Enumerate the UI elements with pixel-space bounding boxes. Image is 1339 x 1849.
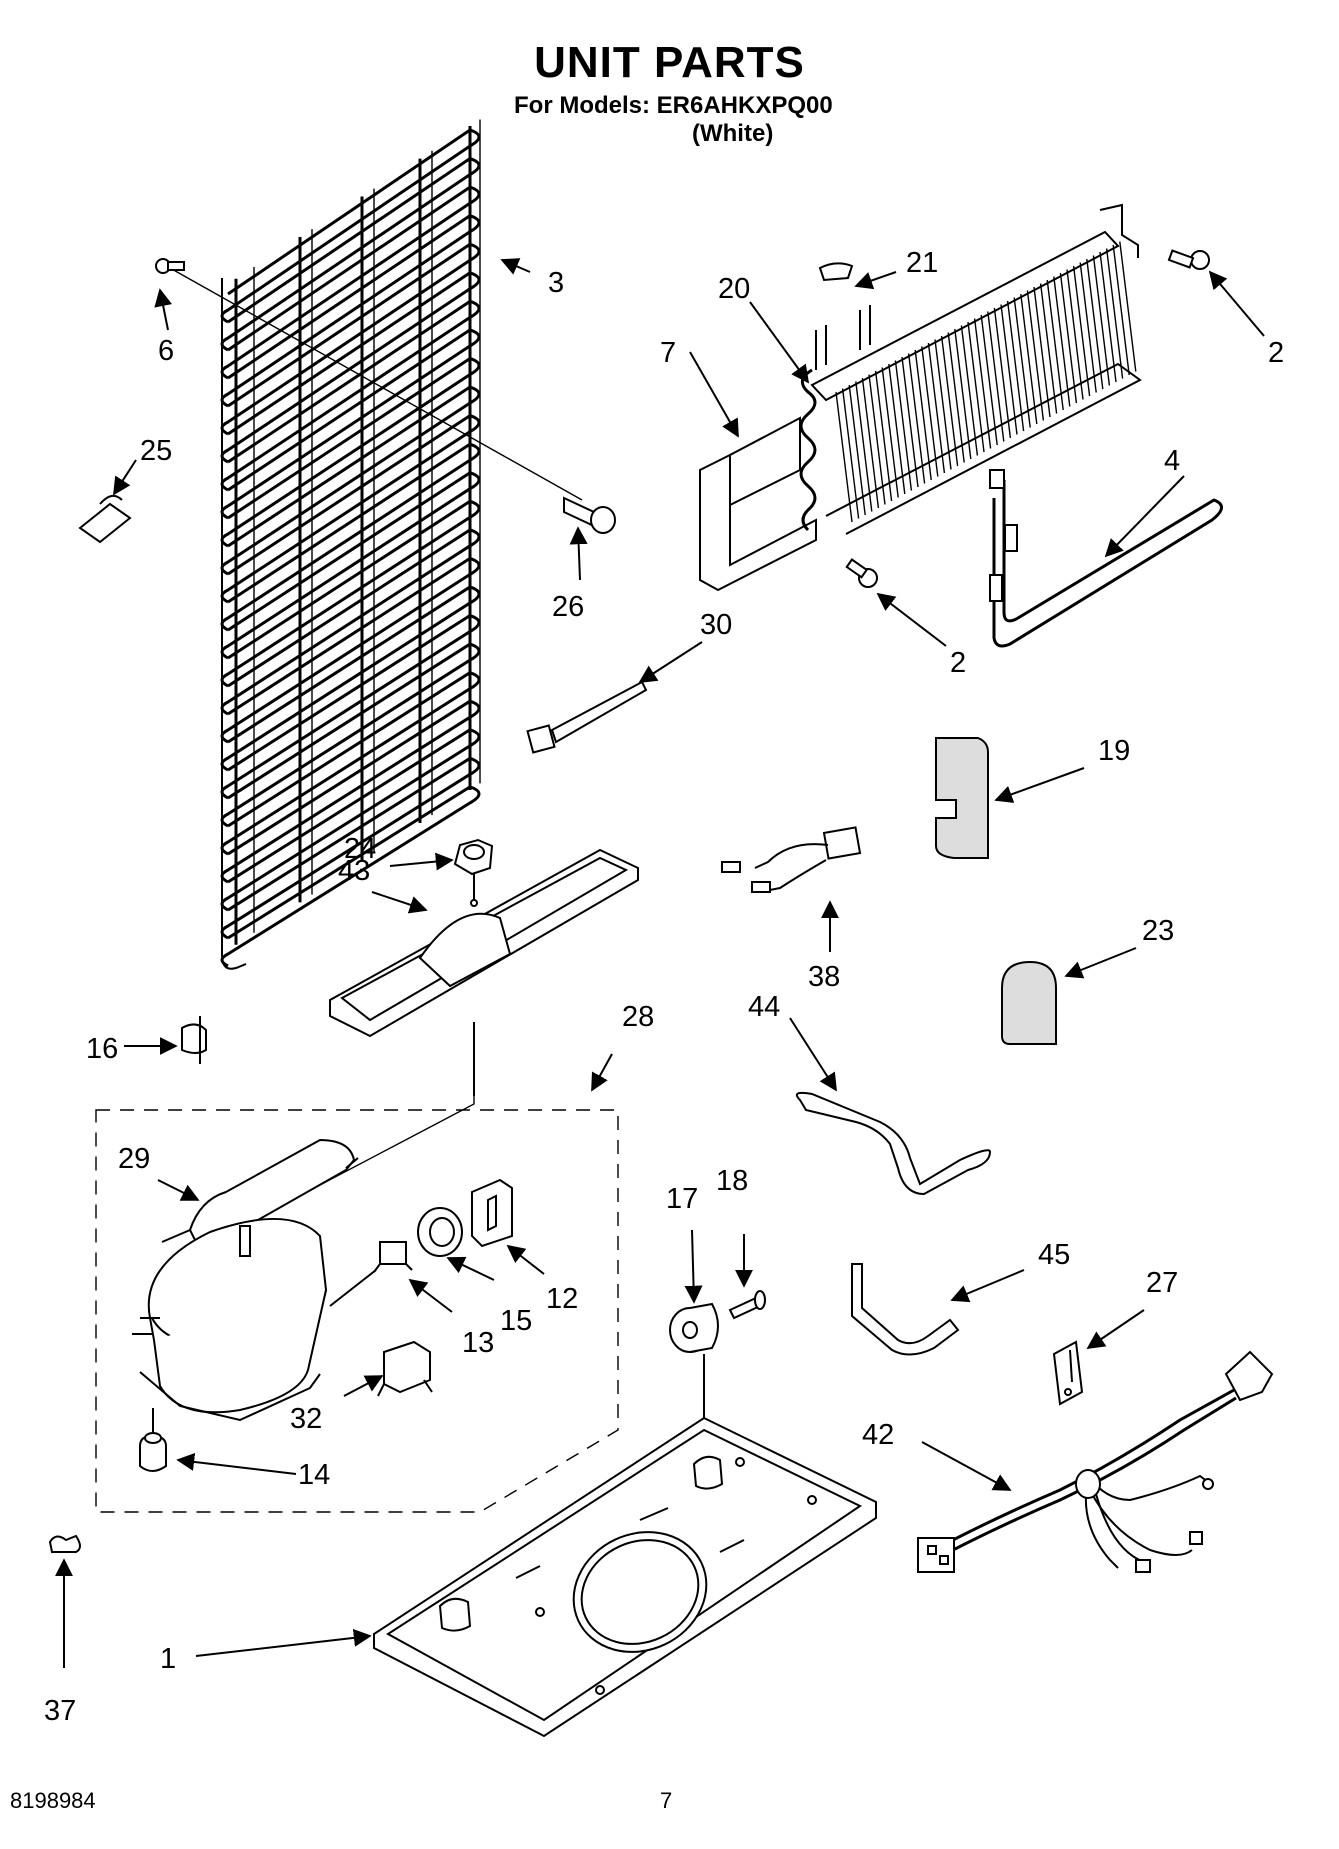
document-number: 8198984: [10, 1788, 96, 1813]
clip-part-37: [48, 1534, 81, 1553]
callout-28: 28: [622, 1001, 654, 1033]
drain-pan-part-43: [329, 848, 639, 1096]
callout-labels: 3 6 25 26 7 20 21 2 4 2 30 19 23 24 43 3…: [44, 247, 1284, 1727]
overload-part-15: [417, 1207, 463, 1257]
page-number: 7: [660, 1788, 673, 1813]
defrost-heater-part-4: [989, 469, 1223, 648]
model-subtitle: For Models: ER6AHKXPQ00: [514, 92, 833, 119]
callout-44: 44: [748, 991, 780, 1023]
screw-part-2-lower: [845, 558, 878, 588]
callout-7: 7: [660, 337, 676, 369]
evaporator-assembly-part-7: [699, 203, 1142, 592]
callout-15: 15: [500, 1305, 532, 1337]
cover-part-12: [471, 1178, 513, 1248]
callout-45: 45: [1038, 1239, 1070, 1271]
callout-16: 16: [86, 1033, 118, 1065]
callout-18: 18: [716, 1165, 748, 1197]
callout-32: 32: [290, 1403, 322, 1435]
spacer-part-26: [563, 496, 616, 534]
model-variant: (White): [692, 120, 774, 147]
tube-part-45: [851, 1263, 960, 1356]
callout-12: 12: [546, 1283, 578, 1315]
capacitor-part-32: [377, 1340, 433, 1397]
callout-4: 4: [1164, 445, 1180, 477]
callout-37: 37: [44, 1695, 76, 1727]
callout-38: 38: [808, 961, 840, 993]
callout-24: 24: [344, 833, 376, 865]
callout-19: 19: [1098, 735, 1130, 767]
grommet-part-14: [139, 1408, 167, 1472]
filter-drier-part-29: [161, 1138, 359, 1248]
nut-part-24: [453, 838, 494, 907]
callout-2-upper: 2: [1268, 337, 1284, 369]
wire-harness-part-38: [721, 826, 862, 893]
callout-1: 1: [160, 1643, 176, 1675]
relay-part-13: [329, 1241, 413, 1307]
callout-3: 3: [548, 267, 564, 299]
compressor-body: [132, 1218, 328, 1422]
screw-part-2-upper: [1167, 249, 1210, 270]
callout-13: 13: [462, 1327, 494, 1359]
callout-27: 27: [1146, 1267, 1178, 1299]
page-title: UNIT PARTS: [534, 38, 805, 87]
callout-2-lower: 2: [950, 647, 966, 679]
leader-arrows: [55, 258, 1265, 1668]
condenser-coil-part-3: [169, 119, 583, 970]
callout-20: 20: [718, 273, 750, 305]
clip-part-25: [78, 494, 132, 544]
callout-6: 6: [158, 335, 174, 367]
callout-29: 29: [118, 1143, 150, 1175]
insulation-block-part-23: [1001, 960, 1057, 1045]
insulation-block-part-19: [935, 737, 989, 859]
tube-clip-part-21: [818, 262, 854, 282]
cable-tie-part-30: [526, 680, 648, 754]
rubber-foot-part-17: [669, 1302, 719, 1430]
bracket-part-27: [1052, 1340, 1084, 1406]
callout-21: 21: [906, 247, 938, 279]
callout-26: 26: [552, 591, 584, 623]
screw-part-6: [155, 258, 185, 274]
tube-part-44: [796, 1091, 992, 1196]
callout-25: 25: [140, 435, 172, 467]
wiring-harness-part-42: [917, 1350, 1274, 1573]
clip-part-16: [181, 1016, 207, 1064]
base-pan-part-1: [373, 1416, 877, 1738]
callout-42: 42: [862, 1419, 894, 1451]
callout-43: 43: [338, 855, 370, 887]
screw-part-18: [728, 1290, 766, 1320]
callout-23: 23: [1142, 915, 1174, 947]
callout-17: 17: [666, 1183, 698, 1215]
callout-14: 14: [298, 1459, 330, 1491]
callout-30: 30: [700, 609, 732, 641]
